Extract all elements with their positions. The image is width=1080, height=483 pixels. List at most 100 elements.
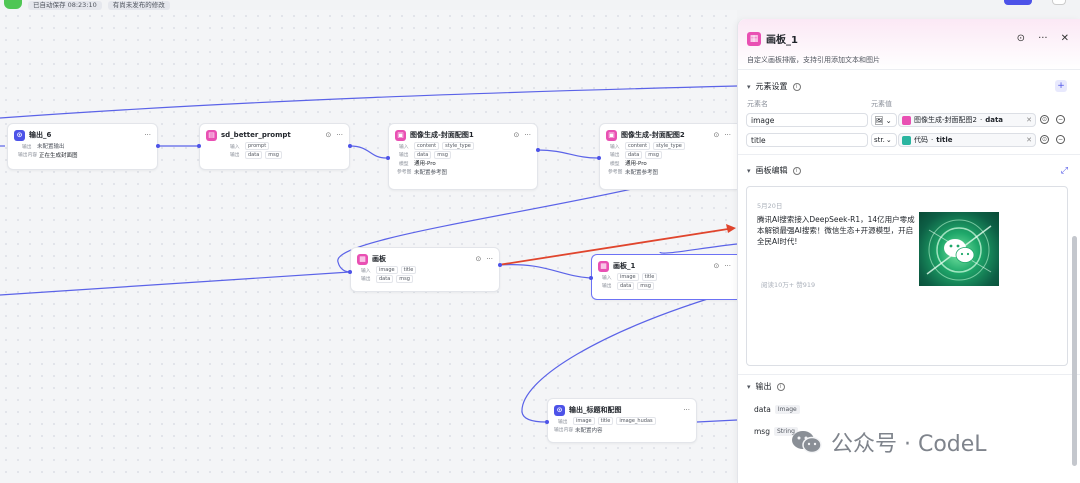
ref-node-name: 图像生成-封面配图2 <box>914 116 977 124</box>
output-type: Image <box>774 405 800 414</box>
output-row: data Image <box>754 405 800 414</box>
info-icon[interactable]: i <box>792 82 801 91</box>
ref-field-name: data <box>985 116 1004 124</box>
board-image[interactable] <box>919 212 999 286</box>
top-bar: 已自动保存 08:23:10 有尚未发布的修改 <box>0 0 737 10</box>
clear-icon[interactable]: ✕ <box>1026 136 1032 144</box>
row-key: 输出 <box>230 153 240 159</box>
board-title-text[interactable]: 腾讯AI搜索接入DeepSeek-R1，14亿用户零成本解锁最强AI搜索！微信生… <box>757 215 915 246</box>
section-board-edit[interactable]: ▾ 画板编辑 i <box>747 165 801 176</box>
panel-header: ▦ 画板_1 ⊙ ··· ✕ <box>747 31 1077 46</box>
board-date: 5月20日 <box>757 202 783 210</box>
row-key: 输出 <box>22 144 32 150</box>
input-port[interactable] <box>348 270 352 274</box>
board-meta: 阅读10万+ 赞919 <box>761 281 816 289</box>
expand-icon[interactable]: ⤢ <box>1060 166 1068 176</box>
more-button[interactable] <box>1052 0 1066 5</box>
output-port[interactable] <box>156 144 160 148</box>
output-port[interactable] <box>348 144 352 148</box>
input-port[interactable] <box>597 156 601 160</box>
more-icon[interactable]: ··· <box>524 131 531 139</box>
run-icon[interactable]: ⊙ <box>325 131 332 139</box>
chevron-down-icon: ⌄ <box>885 136 892 144</box>
divider <box>738 374 1080 375</box>
panel-title: 画板_1 <box>766 35 798 46</box>
param-tag: data <box>414 150 432 159</box>
section-title: 画板编辑 <box>755 166 788 175</box>
output-name: msg <box>754 427 770 436</box>
row-key: 参考图 <box>397 170 412 176</box>
more-icon[interactable]: ··· <box>486 255 493 263</box>
param-tag: msg <box>434 150 451 159</box>
add-element-button[interactable]: + <box>1055 80 1067 92</box>
element-type-select[interactable]: str.⌄ <box>871 133 897 147</box>
node-output-6[interactable]: ⊙ 输出_6 ··· 输出未配置输出 输出内容正在生成封面图 <box>7 123 158 170</box>
close-icon[interactable]: ✕ <box>1060 33 1069 44</box>
more-icon[interactable]: ··· <box>1038 33 1048 44</box>
unpublished-badge: 有尚未发布的修改 <box>107 0 170 10</box>
more-icon[interactable]: ··· <box>683 406 690 414</box>
param-tag: data <box>625 150 643 159</box>
divider <box>738 69 1080 70</box>
element-value-ref[interactable]: 代码 · title ✕ <box>898 133 1036 147</box>
row-value: 正在生成封面图 <box>39 152 78 159</box>
remove-icon[interactable]: − <box>1056 135 1065 144</box>
more-icon[interactable]: ··· <box>724 262 731 270</box>
row-key: 输入 <box>610 144 620 150</box>
row-value: 未配置输出 <box>37 144 65 151</box>
more-icon[interactable]: ··· <box>336 131 343 139</box>
image-type-icon: 🖼 <box>874 115 884 125</box>
board-node-icon: ▦ <box>598 260 609 272</box>
element-name-input[interactable]: image <box>746 113 868 127</box>
row-value: 未配置内容 <box>575 427 603 434</box>
autosave-status: 已自动保存 08:23:10 <box>28 0 102 10</box>
output-port[interactable] <box>536 148 540 152</box>
run-icon[interactable]: ⊙ <box>1016 33 1026 44</box>
chevron-down-icon[interactable]: ▾ <box>747 82 751 91</box>
info-icon[interactable]: i <box>792 166 801 175</box>
node-title: 图像生成-封面配图2 <box>621 131 685 139</box>
element-value-ref[interactable]: 图像生成-封面配图2 · data ✕ <box>898 113 1036 127</box>
panel-description: 自定义画板排版，支持引用添加文本和图片 <box>747 56 880 64</box>
input-port[interactable] <box>589 276 593 280</box>
input-port[interactable] <box>386 156 390 160</box>
section-output[interactable]: ▾ 输出 i <box>747 381 785 392</box>
element-type-select[interactable]: 🖼⌄ <box>871 113 897 127</box>
publish-button[interactable] <box>1004 0 1032 5</box>
divider <box>738 154 1080 155</box>
run-icon[interactable]: ⊙ <box>475 255 482 263</box>
run-icon[interactable]: ⊙ <box>513 131 520 139</box>
row-key: 输入 <box>361 268 371 274</box>
run-icon[interactable]: ⊙ <box>713 131 720 139</box>
param-tag: msg <box>645 150 662 159</box>
chevron-down-icon[interactable]: ▾ <box>747 166 751 175</box>
panel-scrollbar[interactable] <box>1072 236 1077 466</box>
board-preview[interactable]: 5月20日 腾讯AI搜索接入DeepSeek-R1，14亿用户零成本解锁最强AI… <box>746 186 1068 366</box>
more-icon[interactable]: ··· <box>144 131 151 139</box>
row-key: 输出 <box>361 277 371 283</box>
input-port[interactable] <box>545 420 549 424</box>
param-tag: image_hudas <box>616 417 656 426</box>
input-port[interactable] <box>197 144 201 148</box>
chevron-down-icon[interactable]: ▾ <box>747 382 751 391</box>
remove-icon[interactable]: − <box>1056 115 1065 124</box>
settings-icon[interactable]: ⊙ <box>1040 115 1049 124</box>
image-gen-icon: ▣ <box>395 129 406 141</box>
board-node-icon: ▦ <box>357 253 368 265</box>
run-icon[interactable]: ⊙ <box>713 262 720 270</box>
row-value: 未配置参考图 <box>414 169 448 176</box>
clear-icon[interactable]: ✕ <box>1026 116 1032 124</box>
info-icon[interactable]: i <box>776 382 785 391</box>
element-name-input[interactable]: title <box>746 133 868 147</box>
output-port[interactable] <box>498 263 502 267</box>
settings-icon[interactable]: ⊙ <box>1040 135 1049 144</box>
output-name: data <box>754 405 771 414</box>
more-icon[interactable]: ··· <box>724 131 731 139</box>
section-element-settings[interactable]: ▾ 元素设置 i <box>747 81 801 92</box>
